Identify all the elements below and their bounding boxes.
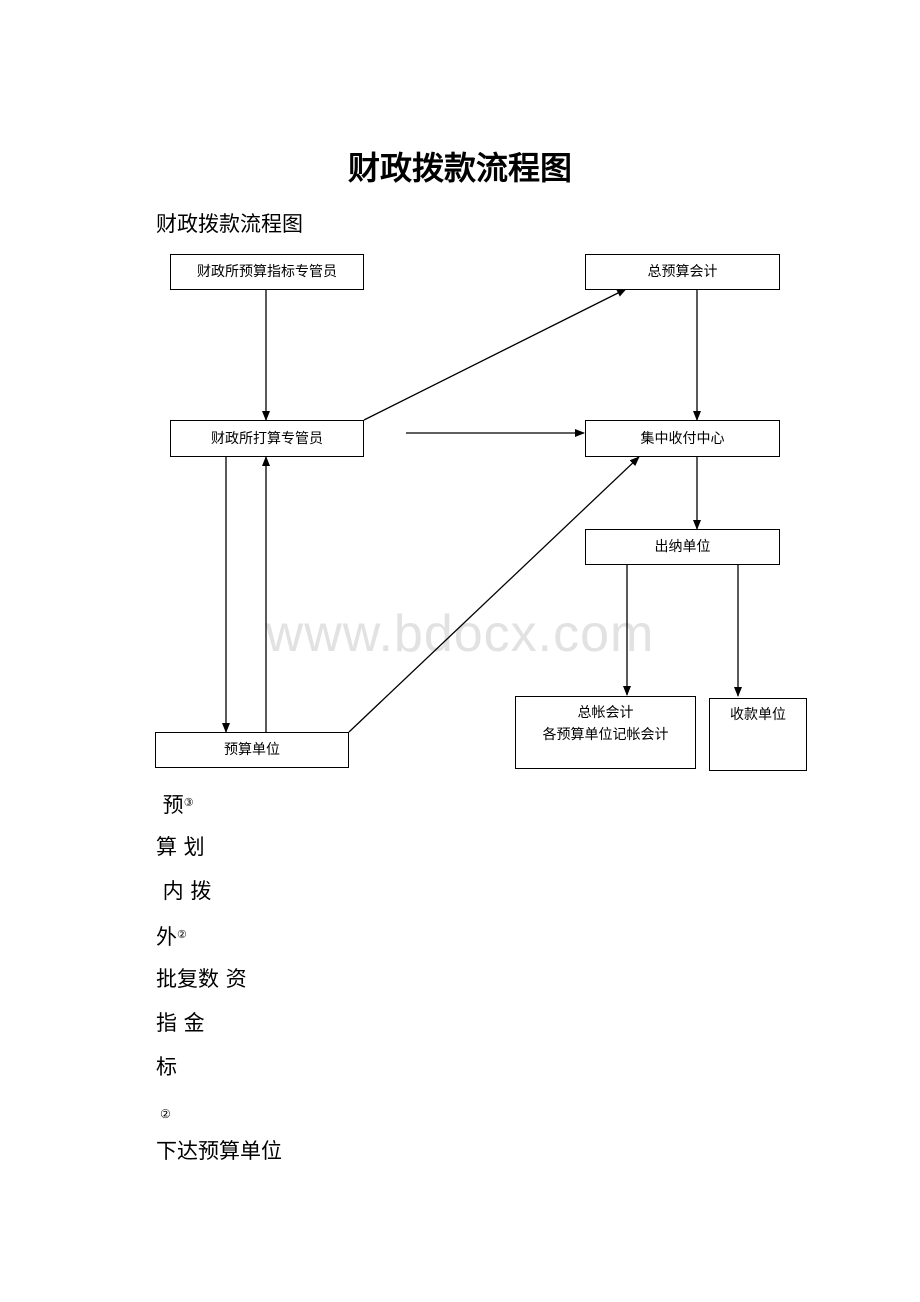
- node-central-payment-center-label: 集中收付中心: [640, 430, 725, 447]
- node-payee-unit-label: 收款单位: [730, 707, 786, 723]
- node-general-budget-accountant: 总预算会计: [585, 254, 780, 290]
- diagram-subtitle: 财政拨款流程图: [156, 212, 303, 236]
- node-indicator-manager-label: 财政所预算指标专管员: [197, 264, 337, 280]
- arrow-budget-to-central: [348, 456, 640, 733]
- note-line-8: ②: [160, 1107, 171, 1121]
- node-ledger-accountant: 总帐会计 各预算单位记帐会计: [515, 696, 696, 769]
- node-general-budget-accountant-label: 总预算会计: [647, 264, 718, 280]
- node-payment-manager: 财政所打算专管员: [170, 420, 364, 457]
- watermark: www.bdocx.com: [265, 605, 655, 663]
- note-line-5: 批复数 资: [156, 967, 247, 991]
- node-budget-unit-label: 预算单位: [224, 742, 280, 758]
- node-indicator-manager: 财政所预算指标专管员: [170, 254, 364, 290]
- node-cashier-unit-label: 出纳单位: [654, 539, 711, 555]
- note-line-3: 内 拨: [156, 879, 212, 903]
- note-line-1-text: 预: [156, 793, 184, 817]
- note-line-7: 标: [156, 1055, 177, 1079]
- note-line-6: 指 金: [156, 1011, 205, 1035]
- node-budget-unit: 预算单位: [155, 732, 349, 768]
- note-line-4-text: 外: [156, 925, 177, 949]
- node-payment-manager-label: 财政所打算专管员: [211, 430, 323, 447]
- arrow-payment-to-general: [363, 288, 627, 421]
- node-ledger-accountant-line2: 各预算单位记帐会计: [542, 727, 669, 743]
- note-line-1: 预③: [156, 789, 194, 819]
- note-line-4: 外②: [156, 921, 187, 951]
- note-line-1-mark: ③: [183, 796, 194, 809]
- node-ledger-accountant-line1: 总帐会计: [577, 705, 634, 721]
- note-line-2: 算 划: [156, 835, 205, 859]
- node-cashier-unit: 出纳单位: [585, 529, 780, 565]
- note-line-4-mark: ②: [177, 928, 187, 941]
- node-central-payment-center: 集中收付中心: [585, 420, 780, 457]
- page-title: 财政拨款流程图: [347, 149, 572, 187]
- node-payee-unit: 收款单位: [709, 698, 807, 771]
- note-line-9: 下达预算单位: [156, 1139, 282, 1163]
